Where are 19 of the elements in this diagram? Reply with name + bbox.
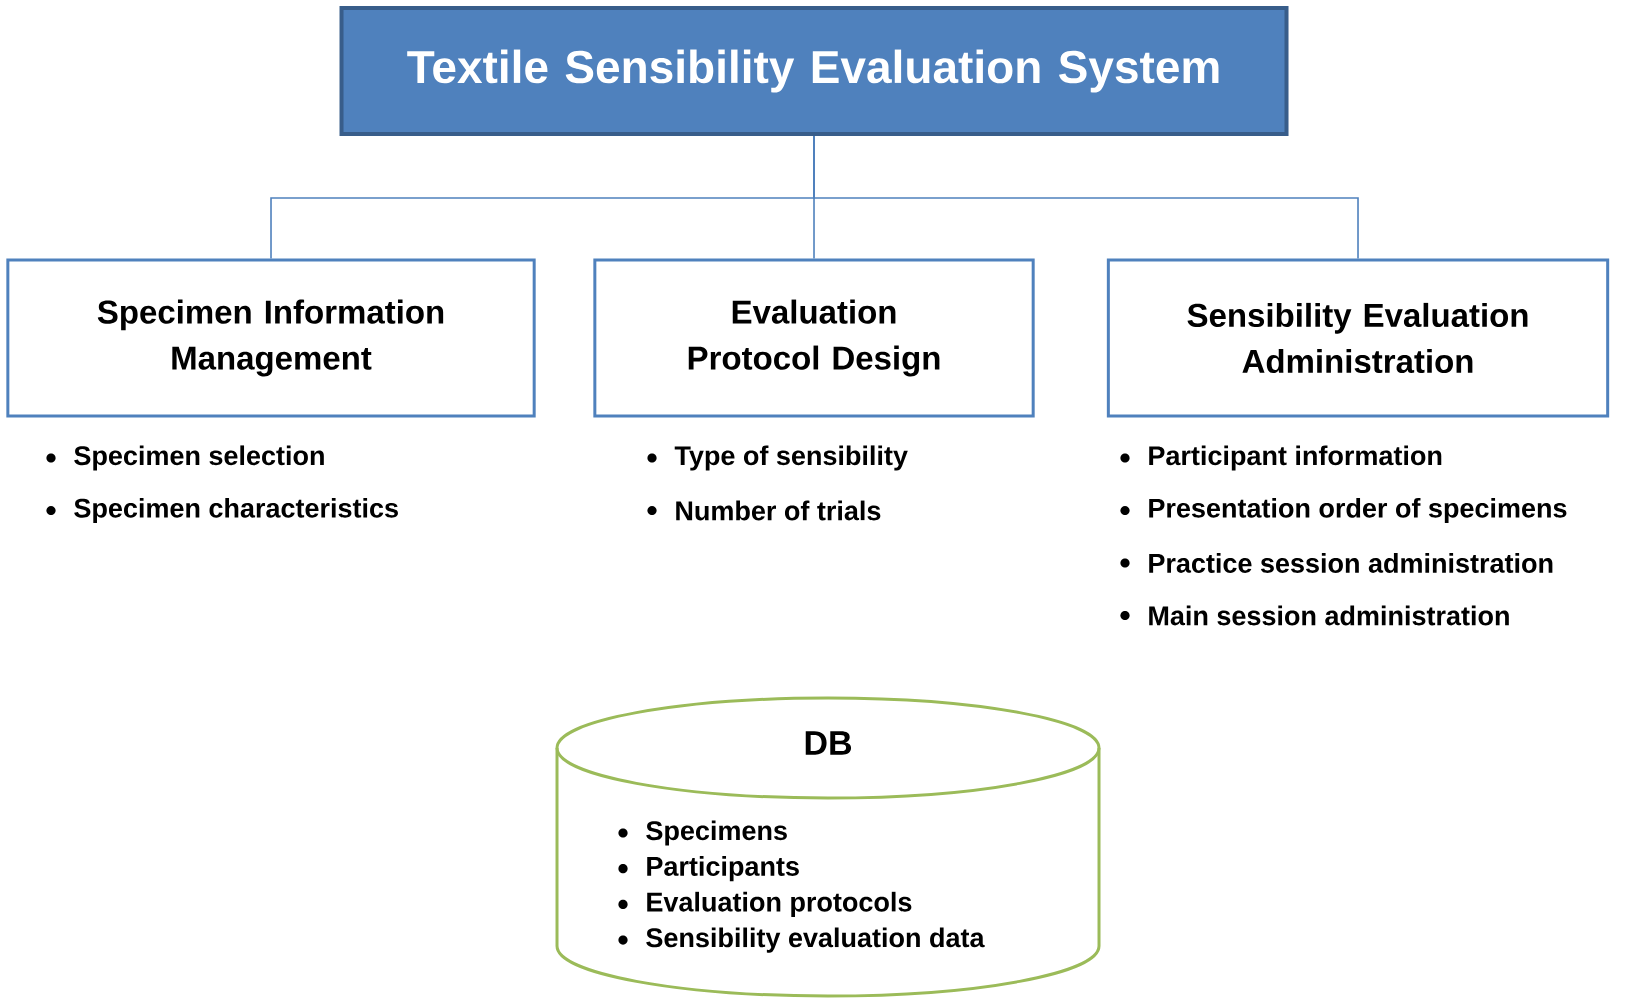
cylinder-heading: DB xyxy=(805,731,852,755)
bullet-item: Presentation order of specimens xyxy=(1120,497,1567,524)
connector-line xyxy=(813,135,1359,260)
bullet-item: Specimen characteristics xyxy=(46,497,398,524)
bullet-item: Participant information xyxy=(1120,445,1442,471)
category-box: Specimen Information Management xyxy=(6,258,536,418)
bullet-item: Practice session administration xyxy=(1120,553,1553,573)
bullet-item: Number of trials xyxy=(647,500,881,521)
bullet-item: Type of sensibility xyxy=(647,445,908,471)
bullet-item: Specimen selection xyxy=(46,445,324,471)
title-box: Textile Sensibility Evaluation System xyxy=(339,6,1289,136)
bullet-item: Specimens xyxy=(618,820,787,846)
bullet-item: Sensibility evaluation data xyxy=(618,927,985,953)
category-box: Evaluation Protocol Design xyxy=(593,258,1035,418)
database-cylinder xyxy=(555,696,1101,998)
bullet-item: Evaluation protocols xyxy=(618,891,912,917)
category-box: Sensibility Evaluation Administration xyxy=(1106,258,1610,418)
bullet-item: Main session administration xyxy=(1120,605,1509,626)
bullet-item: Participants xyxy=(618,856,799,882)
